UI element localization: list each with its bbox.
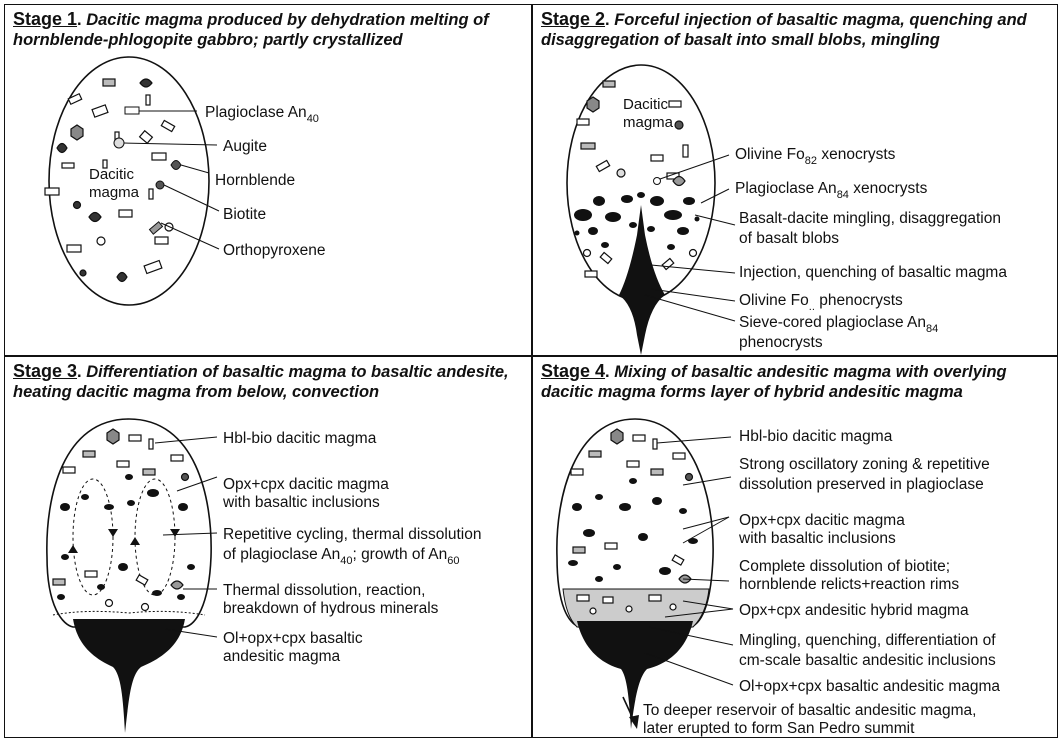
label-thermal-dissolution: Thermal dissolution, reaction,breakdown … [223,582,439,617]
label-hbl-bio-dacitic: Hbl-bio dacitic magma [223,430,377,447]
label-hbl-bio-dacitic: Hbl-bio dacitic magma [739,428,893,445]
stage-3-diagram: Hbl-bio dacitic magma Opx+cpx dacitic ma… [5,357,532,738]
label-basaltic-andesitic: Ol+opx+cpx basaltic andesitic magma [739,678,1000,695]
label-injection: Injection, quenching of basaltic magma [739,264,1007,281]
stage-4-panel: Stage 4. Mixing of basaltic andesitic ma… [532,356,1058,738]
label-olivine-phenocrysts: Olivine Fo.. phenocrysts [739,292,903,313]
magma-chamber-outline [47,419,211,627]
label-plagioclase-xenocrysts: Plagioclase An84 xenocrysts [735,180,928,201]
label-biotite: Biotite [223,206,266,223]
stage-4-diagram: Hbl-bio dacitic magma Strong oscillatory… [533,357,1058,738]
stage-2-panel: Stage 2. Forceful injection of basaltic … [532,4,1058,356]
label-deep-reservoir: To deeper reservoir of basaltic andesiti… [643,702,976,737]
label-hornblende: Hornblende [215,172,295,189]
label-plagioclase: Plagioclase An40 [205,104,319,125]
stage-1-panel: Stage 1. Dacitic magma produced by dehyd… [4,4,532,356]
stage-3-panel: Stage 3. Differentiation of basaltic mag… [4,356,532,738]
label-olivine-xenocrysts: Olivine Fo82 xenocrysts [735,146,896,167]
basaltic-andesite-layer [73,619,185,733]
label-augite: Augite [223,138,267,155]
label-orthopyroxene: Orthopyroxene [223,242,326,259]
label-hybrid-magma: Opx+cpx andesitic hybrid magma [739,602,969,619]
label-biotite-dissolution: Complete dissolution of biotite;hornblen… [739,558,959,593]
